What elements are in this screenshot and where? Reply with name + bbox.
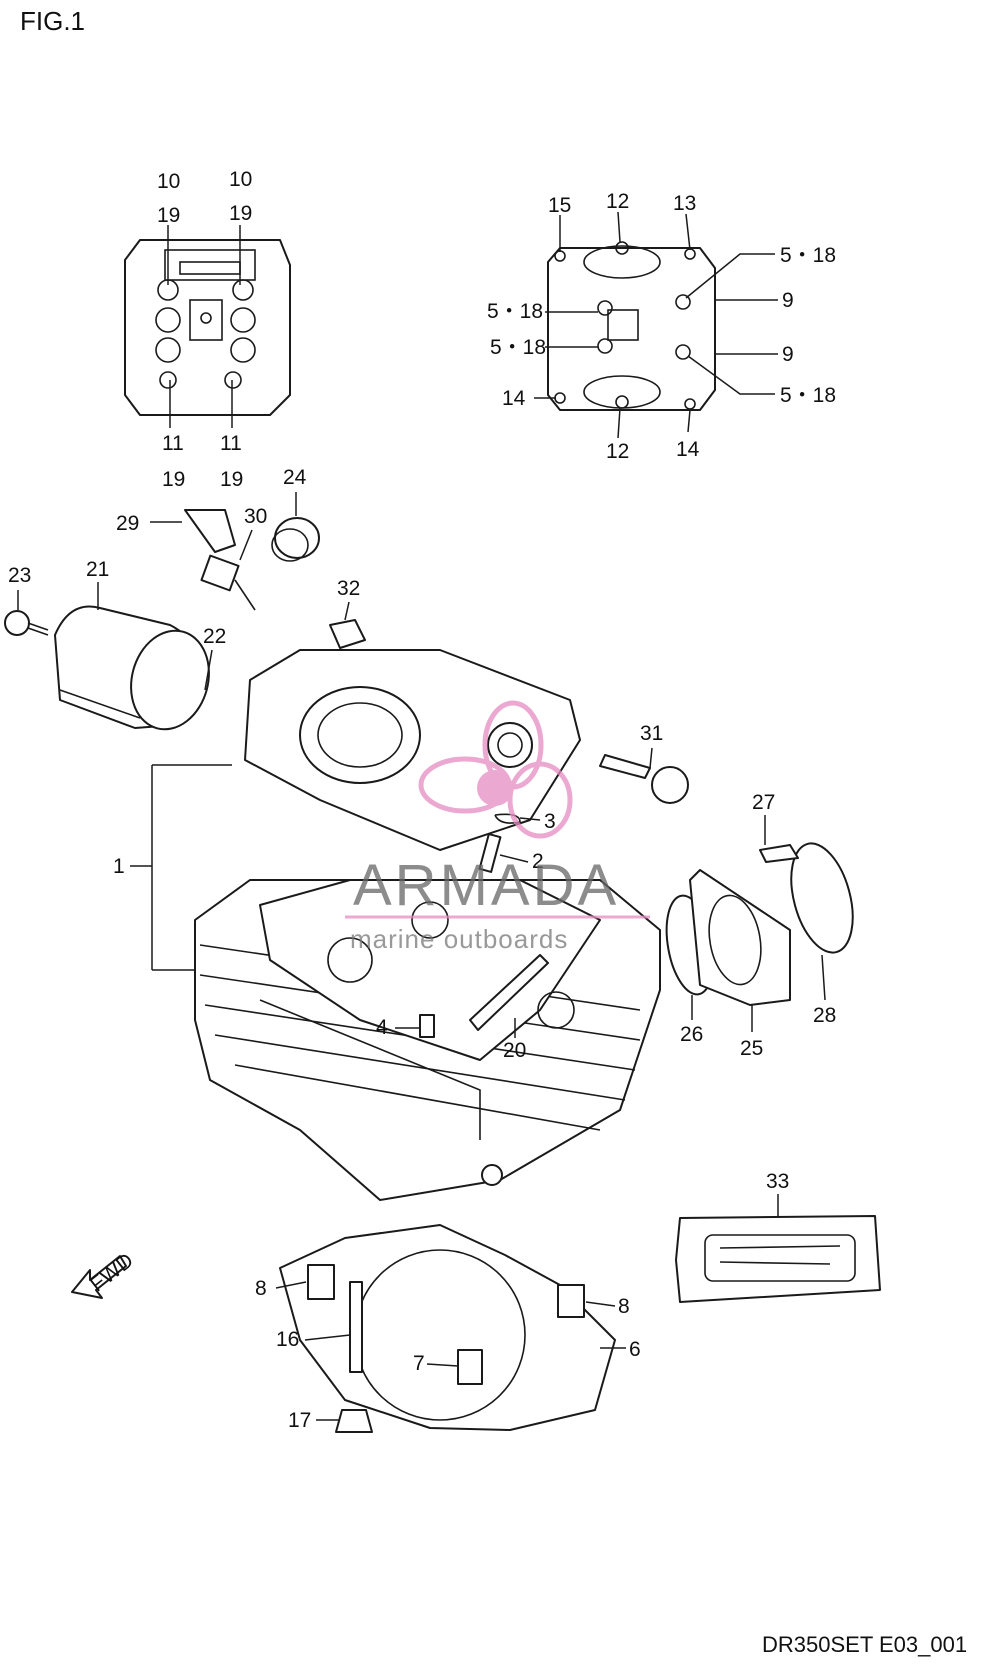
watermark: ARMADA marine outboards <box>345 700 650 954</box>
callout-15: 15 <box>548 194 571 217</box>
callout-9: 9 <box>782 289 794 312</box>
callout-26: 26 <box>680 1023 703 1046</box>
callouts-gasket-fasteners: 8 8 16 7 6 17 <box>255 1277 641 1432</box>
callouts-mid: 23 21 29 30 24 22 32 31 <box>8 466 663 769</box>
callout-14: 14 <box>676 438 700 461</box>
callout-10: 10 <box>229 168 252 191</box>
cylinder-head <box>194 649 661 1201</box>
callout-11: 11 <box>162 432 184 455</box>
callout-30: 30 <box>244 505 267 528</box>
callout-19: 19 <box>157 204 180 227</box>
figure-label: FIG.1 <box>20 6 85 36</box>
callouts-head-top: 10 19 10 19 11 19 11 19 <box>157 168 252 491</box>
callout-27: 27 <box>752 791 775 814</box>
callout-11: 11 <box>220 432 242 455</box>
callout-19: 19 <box>229 202 252 225</box>
watermark-tagline: marine outboards <box>350 924 568 954</box>
callout-6: 6 <box>629 1338 641 1361</box>
callout-31: 31 <box>640 722 663 745</box>
callouts-head: 1 2 3 4 20 <box>113 764 556 1062</box>
callout-12: 12 <box>606 190 629 213</box>
callout-21: 21 <box>86 558 109 581</box>
callout-33: 33 <box>766 1170 789 1193</box>
callouts-gasket: 33 <box>766 1170 789 1216</box>
callout-32: 32 <box>337 577 360 600</box>
callout-28: 28 <box>813 1004 836 1027</box>
cam-cover-group <box>4 509 689 804</box>
callout-7: 7 <box>413 1352 425 1375</box>
head-top-view <box>124 239 291 416</box>
callout-25: 25 <box>740 1037 763 1060</box>
callouts-intake: 27 26 25 28 <box>680 791 836 1060</box>
callouts-head-bottom: 15 12 13 5・18 9 5・18 5・18 9 14 5・18 12 1… <box>487 190 836 463</box>
callout-14: 14 <box>502 387 526 410</box>
callout-16: 16 <box>276 1328 299 1351</box>
intake-group <box>665 842 854 1006</box>
callout-22: 22 <box>203 625 226 648</box>
callout-5-18: 5・18 <box>487 300 543 323</box>
callout-23: 23 <box>8 564 31 587</box>
head-bottom-view <box>547 241 716 411</box>
callout-19: 19 <box>220 468 243 491</box>
callout-12: 12 <box>606 440 629 463</box>
callout-4: 4 <box>376 1016 388 1039</box>
diagram-code: DR350SET E03_001 <box>762 1632 967 1657</box>
callout-29: 29 <box>116 512 139 535</box>
callout-5-18: 5・18 <box>780 384 836 407</box>
callout-17: 17 <box>288 1409 311 1432</box>
callout-24: 24 <box>283 466 307 489</box>
callout-20: 20 <box>503 1039 526 1062</box>
head-gasket <box>279 1224 616 1433</box>
callout-13: 13 <box>673 192 696 215</box>
callout-2: 2 <box>532 850 544 873</box>
callout-9: 9 <box>782 343 794 366</box>
callout-19: 19 <box>162 468 185 491</box>
callout-3: 3 <box>544 810 556 833</box>
watermark-brand: ARMADA <box>353 853 619 918</box>
callout-10: 10 <box>157 170 180 193</box>
propeller-logo-icon <box>418 700 573 839</box>
callout-5-18: 5・18 <box>490 336 546 359</box>
callout-1: 1 <box>113 855 125 878</box>
gasket-set <box>675 1215 881 1303</box>
callout-8: 8 <box>255 1277 267 1300</box>
callout-5-18: 5・18 <box>780 244 836 267</box>
callout-8: 8 <box>618 1295 630 1318</box>
